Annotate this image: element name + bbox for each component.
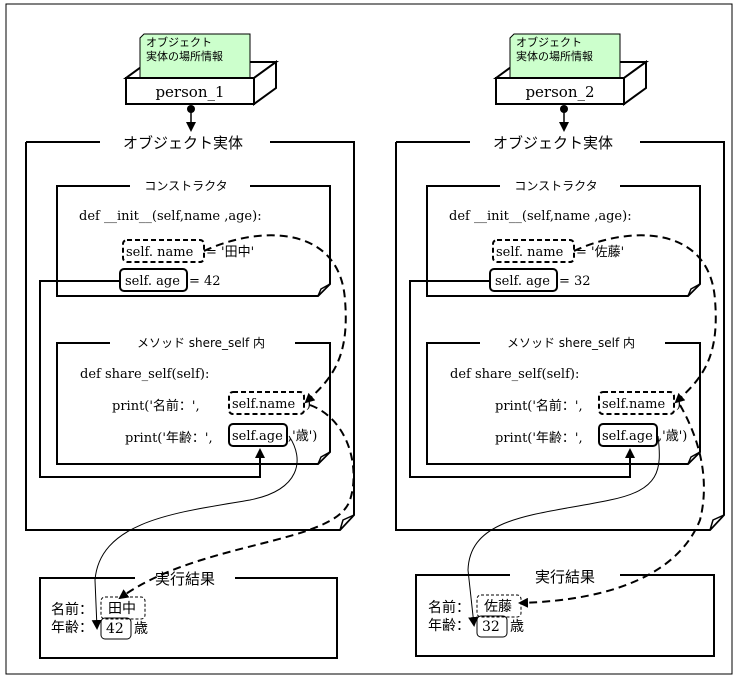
name-attr: self. name — [496, 245, 564, 260]
print1-suffix: ) — [306, 397, 311, 412]
object-label: オブジェクト実体 — [493, 134, 613, 152]
result-name-value: 佐藤 — [484, 599, 512, 615]
result-name-box — [100, 596, 146, 620]
name-attr: self. name — [126, 245, 194, 260]
print2-suffix: ,'歳') — [288, 429, 317, 444]
result-age-value: 42 — [106, 621, 124, 637]
result-name-label: 名前： — [428, 599, 470, 616]
location-note: オブジェクト 実体の場所情報 — [139, 33, 251, 79]
location-note: オブジェクト 実体の場所情報 — [509, 33, 621, 79]
age-flow-line — [409, 280, 635, 478]
variable-name: person_1 — [155, 83, 224, 101]
age-assign: = 32 — [559, 274, 591, 289]
age-attr: self. age — [125, 274, 180, 289]
result-age-unit: 歳 — [510, 619, 524, 635]
note-line-1: オブジェクト — [146, 35, 212, 49]
name-assign: = '田中' — [206, 245, 254, 260]
panel-person-2: オブジェクト 実体の場所情報 person_2 オブジェクト実体 コンストラクタ… — [395, 33, 725, 657]
result-age-label: 年齢： — [51, 620, 93, 636]
result-name-value: 田中 — [108, 601, 136, 617]
method-def: def share_self(self): — [80, 367, 209, 382]
constructor-title: コンストラクタ — [514, 179, 597, 193]
print1-suffix: ) — [676, 397, 681, 412]
result-age-unit: 歳 — [134, 621, 148, 637]
panel-person-1: オブジェクト 実体の場所情報 person_1 オブジェクト実体 コンストラクタ… — [25, 33, 355, 659]
variable-name: person_2 — [525, 83, 594, 101]
name-output-dashed — [518, 404, 705, 608]
result-age-value: 32 — [482, 619, 500, 635]
print-name-box — [598, 391, 675, 415]
object-label: オブジェクト実体 — [123, 134, 243, 152]
name-flow-dashed — [573, 234, 717, 404]
note-line-1: オブジェクト — [516, 35, 582, 49]
method-title: メソッド shere_self 内 — [137, 336, 265, 350]
method-def: def share_self(self): — [450, 367, 579, 382]
constructor-def: def __init__(self,name ,age): — [79, 209, 262, 224]
name-attr-box — [492, 239, 575, 263]
age-assign: = 42 — [189, 274, 221, 289]
variable-box: オブジェクト 実体の場所情報 person_1 — [122, 33, 280, 106]
print1-attr: self.name — [232, 397, 295, 412]
variable-box: オブジェクト 実体の場所情報 person_2 — [492, 33, 650, 106]
method-title: メソッド shere_self 内 — [507, 336, 635, 350]
note-line-2: 実体の場所情報 — [146, 49, 223, 63]
age-output-curve — [91, 435, 298, 630]
result-name-label: 名前： — [51, 601, 93, 618]
result-frame — [39, 577, 338, 659]
age-flow-line — [39, 280, 265, 478]
print1-prefix: print('名前：', — [112, 398, 200, 414]
constructor-title: コンストラクタ — [144, 179, 227, 193]
print2-attr: self.age — [232, 429, 283, 444]
result-age-label: 年齢： — [428, 618, 470, 634]
print1-prefix: print('名前：', — [495, 398, 583, 414]
result-frame — [415, 574, 715, 657]
print1-attr: self.name — [602, 397, 665, 412]
print2-prefix: print('年齢：', — [495, 431, 583, 446]
result-age-box — [476, 615, 508, 638]
name-flow-dashed — [203, 234, 347, 404]
result-title: 実行結果 — [535, 568, 595, 586]
name-attr-box — [122, 239, 205, 263]
age-attr: self. age — [495, 274, 550, 289]
print-name-box — [228, 391, 305, 415]
outer-frame — [5, 3, 733, 675]
print-age-box — [228, 423, 288, 447]
print2-suffix: ,'歳') — [658, 429, 687, 444]
print2-attr: self.age — [602, 429, 653, 444]
name-assign: = '佐藤' — [576, 245, 624, 260]
age-output-curve — [467, 435, 660, 627]
constructor-def: def __init__(self,name ,age): — [449, 209, 632, 224]
result-age-box — [100, 617, 132, 640]
print2-prefix: print('年齢：', — [125, 431, 213, 446]
print-age-box — [598, 423, 658, 447]
name-output-dashed — [118, 404, 355, 600]
result-title: 実行結果 — [155, 570, 215, 588]
note-line-2: 実体の場所情報 — [516, 49, 593, 63]
result-name-box — [476, 594, 522, 618]
